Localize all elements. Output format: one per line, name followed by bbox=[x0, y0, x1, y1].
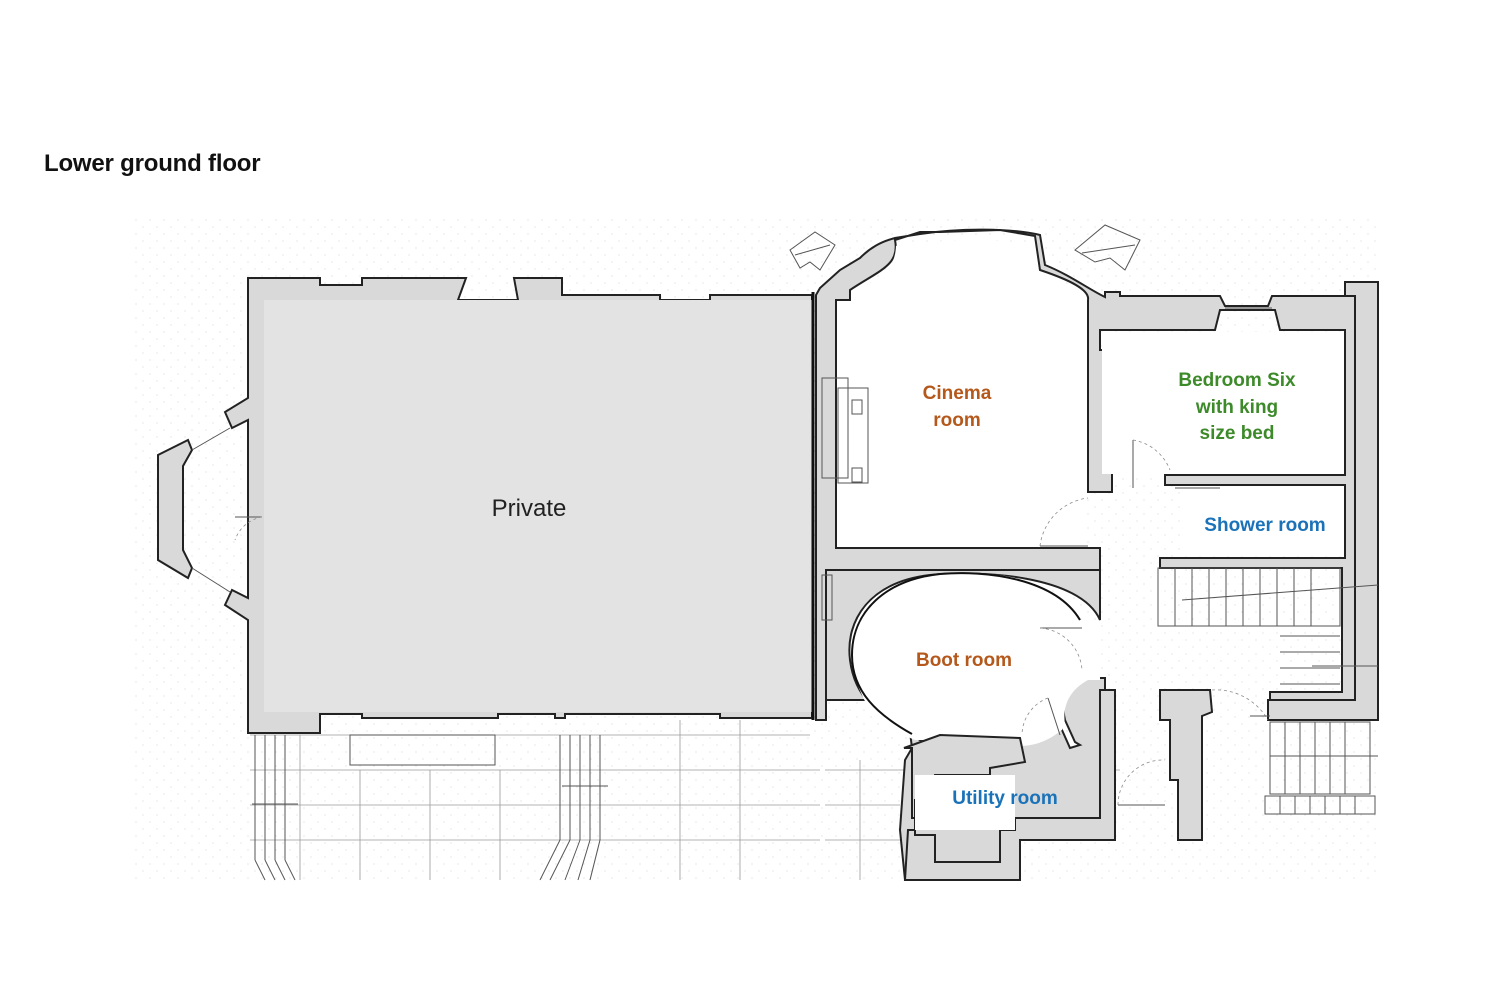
house-walls bbox=[789, 224, 1379, 881]
bedroom-six-label-line3: size bed bbox=[1200, 423, 1275, 444]
garden-steps-left bbox=[252, 735, 608, 881]
bedroom-six-label-line2: with king bbox=[1195, 397, 1278, 418]
page-title: Lower ground floor bbox=[44, 150, 261, 177]
cinema-room-label-line1: Cinema bbox=[923, 383, 992, 404]
cinema-room-label-line2: room bbox=[933, 410, 981, 431]
private-label: Private bbox=[492, 495, 567, 522]
utility-room-label: Utility room bbox=[952, 788, 1058, 809]
paving-grid bbox=[250, 720, 1120, 880]
shower-room-label: Shower room bbox=[1204, 515, 1325, 536]
boot-room-label: Boot room bbox=[916, 650, 1012, 671]
bedroom-six-label-line1: Bedroom Six bbox=[1178, 370, 1296, 391]
private-block bbox=[157, 277, 813, 766]
